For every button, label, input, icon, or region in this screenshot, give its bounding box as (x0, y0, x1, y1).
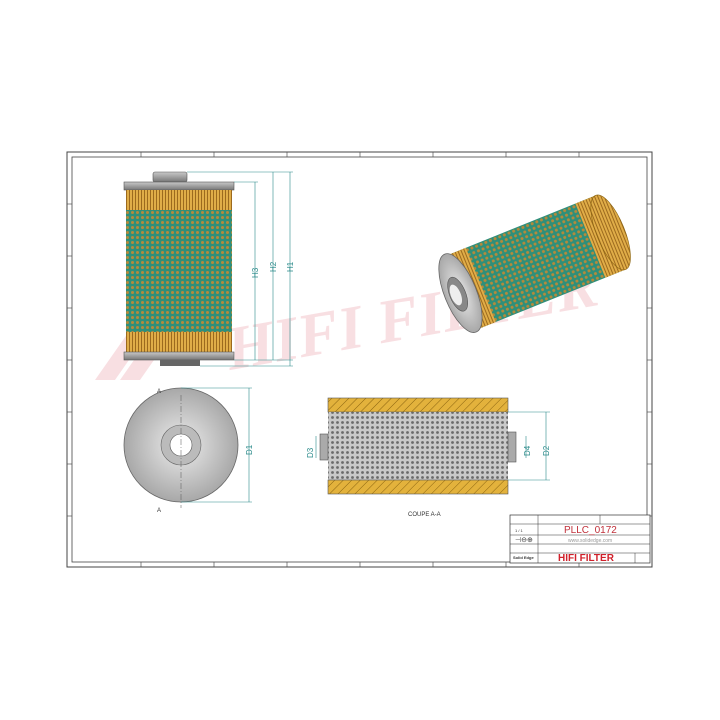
section-mark-bottom: A (157, 508, 161, 514)
front-view: H3 H2 H1 (123, 171, 295, 367)
projection-symbol-icon: ⊣⊖⊕ (515, 537, 533, 544)
dimension-h3: H3 (251, 267, 260, 278)
website: www.solidedge.com (568, 538, 612, 544)
scale-value: 1 / 1 (515, 528, 524, 533)
section-caption: COUPE A-A (408, 512, 441, 518)
dimension-h2: H2 (269, 261, 278, 272)
software-label: Solid Edge (513, 555, 534, 560)
dimension-d1: D1 (245, 444, 254, 455)
dimension-d4: D4 (523, 445, 532, 456)
drawing-frame (66, 151, 653, 568)
isometric-view (438, 194, 631, 333)
section-mark-top: A (157, 389, 161, 395)
title-block: 1 / 1 PLLC_0172 www.solidedge.com ⊣⊖⊕ So… (509, 514, 651, 564)
brand-name: HIFI FILTER (558, 553, 615, 564)
dimension-d3: D3 (306, 447, 315, 458)
dimension-d2: D2 (542, 445, 551, 456)
section-view: D3 D4 D2 COUPE A-A (306, 397, 551, 518)
bottom-view: A A D1 (123, 387, 254, 514)
part-number: PLLC_0172 (564, 525, 617, 536)
dimension-h1: H1 (286, 261, 295, 272)
